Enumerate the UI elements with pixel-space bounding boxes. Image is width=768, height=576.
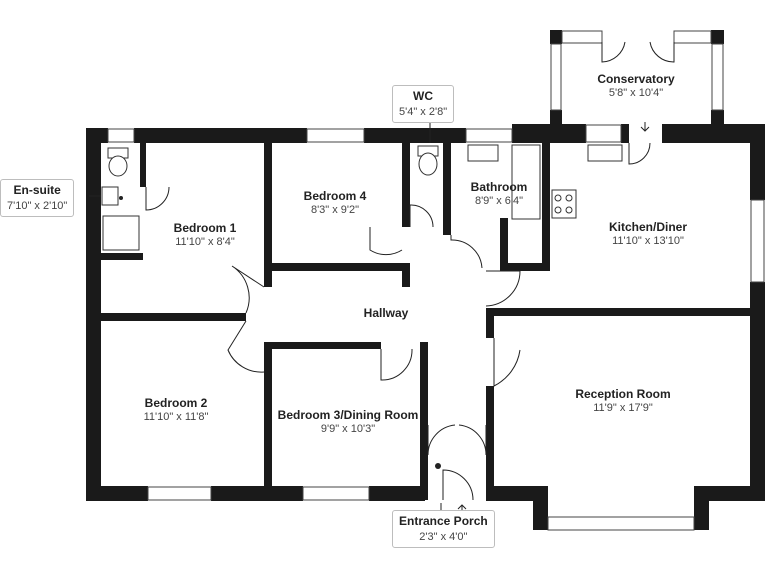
room-name: Kitchen/Diner	[608, 220, 688, 234]
room-dimensions: 2'3" x 4'0"	[419, 530, 468, 543]
room-dimensions: 11'10" x 11'8"	[143, 411, 209, 423]
room-dimensions: 5'8" x 10'4"	[608, 87, 664, 99]
room-label-bedroom3: Bedroom 3/Dining Room 9'9" x 10'3"	[278, 408, 419, 437]
room-name: Bedroom 1	[173, 221, 237, 235]
room-dimensions: 11'10" x 13'10"	[612, 235, 684, 247]
callout-ensuite: En-suite 7'10" x 2'10"	[0, 179, 75, 217]
room-label-hallway: Hallway	[364, 306, 409, 321]
room-label-kitchen: Kitchen/Diner 11'10" x 13'10"	[609, 220, 687, 249]
room-dimensions: 5'4" x 2'8"	[399, 105, 448, 118]
room-label-bedroom1: Bedroom 1 11'10" x 8'4"	[174, 221, 237, 250]
room-label-conservatory: Conservatory 5'8" x 10'4"	[597, 72, 674, 101]
room-dimensions: 9'9" x 10'3"	[320, 423, 376, 435]
interior-walls	[86, 143, 765, 500]
room-name: En-suite	[13, 183, 61, 197]
room-dimensions: 8'3" x 9'2"	[310, 204, 360, 216]
fixtures	[101, 144, 623, 469]
room-dimensions: 8'9" x 6'4"	[474, 195, 524, 207]
callout-leaders	[89, 121, 650, 512]
room-name: Reception Room	[575, 387, 671, 401]
room-name: Conservatory	[597, 72, 675, 86]
room-label-bathroom: Bathroom 8'9" x 6'4"	[471, 180, 528, 209]
room-name: Bathroom	[470, 180, 528, 194]
room-label-bedroom4: Bedroom 4 8'3" x 9'2"	[304, 189, 367, 218]
door-swings	[145, 41, 675, 501]
windows	[107, 30, 765, 531]
room-name: Bedroom 2	[144, 396, 208, 410]
room-name: Entrance Porch	[399, 514, 488, 528]
outer-walls	[86, 30, 765, 530]
room-name: Bedroom 3/Dining Room	[277, 408, 419, 422]
callout-wc: WC 5'4" x 2'8"	[392, 85, 455, 123]
room-label-reception: Reception Room 11'9" x 17'9"	[575, 387, 670, 416]
room-name: Hallway	[363, 306, 409, 320]
room-name: WC	[413, 89, 434, 103]
room-dimensions: 11'9" x 17'9"	[593, 402, 653, 414]
room-dimensions: 11'10" x 8'4"	[175, 236, 235, 248]
room-dimensions: 7'10" x 2'10"	[7, 199, 68, 212]
room-name: Bedroom 4	[303, 189, 367, 203]
room-label-bedroom2: Bedroom 2 11'10" x 11'8"	[144, 396, 209, 425]
callout-porch: Entrance Porch 2'3" x 4'0"	[392, 510, 495, 548]
